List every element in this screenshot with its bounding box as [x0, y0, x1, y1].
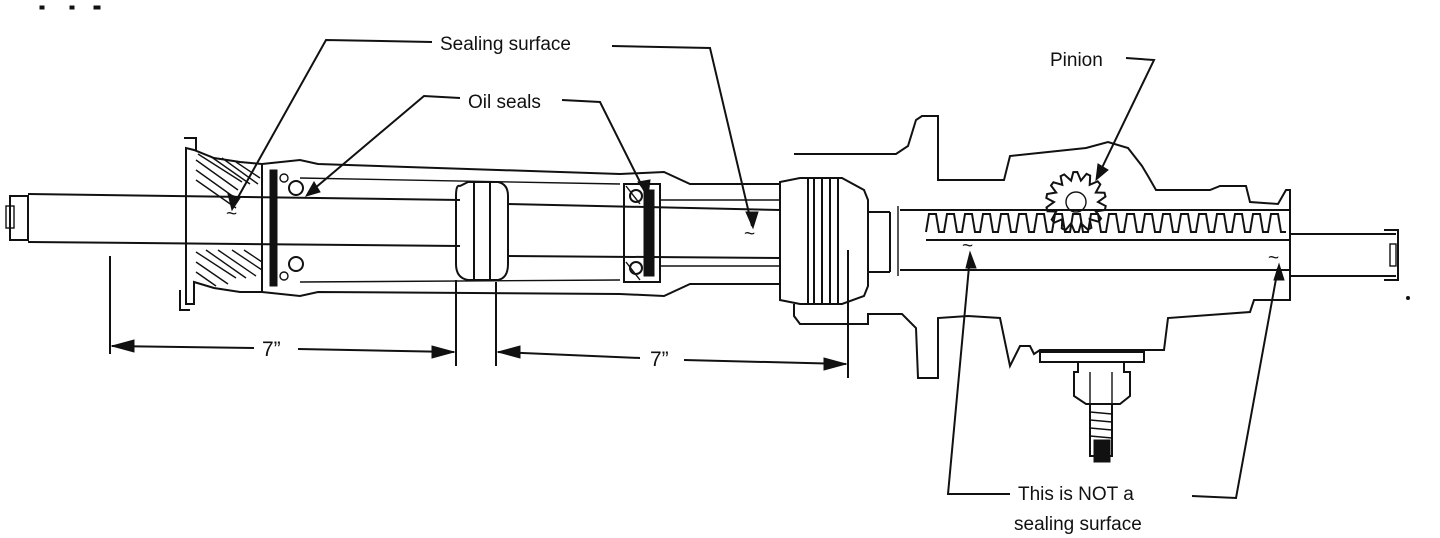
sealing-mark-left: ~	[226, 204, 237, 225]
inner-oil-seal	[623, 183, 661, 283]
dimension-right-label: 7”	[650, 348, 669, 371]
pinion-label: Pinion	[1050, 50, 1103, 71]
dimension-left-label: 7”	[262, 338, 281, 361]
callout-oil-seals: Oil seals	[304, 92, 651, 198]
gear-housing	[793, 115, 1291, 379]
stray-dot	[1406, 296, 1410, 300]
oil-seals-label: Oil seals	[468, 92, 541, 113]
right-shaft	[1290, 229, 1399, 281]
pinion-gear	[1045, 170, 1107, 234]
threaded-collar	[779, 177, 891, 305]
extension-lines	[109, 250, 849, 378]
left-end-flange	[179, 137, 263, 311]
non-sealing-mark-right: ~	[1268, 248, 1279, 269]
left-shaft	[5, 193, 461, 247]
sealing-mark-right: ~	[744, 224, 755, 245]
not-sealing-label-line1: This is NOT a	[1018, 484, 1134, 505]
rack-teeth	[925, 213, 1290, 241]
adjuster-stud	[1039, 351, 1145, 463]
callout-pinion: Pinion	[1050, 50, 1156, 182]
housing-tube	[261, 158, 780, 298]
dimension-right: 7”	[496, 345, 848, 371]
dimension-left: 7”	[110, 338, 456, 361]
callout-sealing-surface: Sealing surface ~ ~	[226, 34, 759, 245]
corner-marks	[39, 5, 101, 10]
not-sealing-label-line2: sealing surface	[1014, 514, 1142, 535]
sealing-surface-label: Sealing surface	[440, 34, 571, 55]
callout-not-sealing: This is NOT a sealing surface ~ ~	[946, 236, 1285, 535]
non-sealing-mark-left: ~	[962, 236, 973, 257]
piston	[455, 181, 509, 281]
left-oil-seal	[269, 169, 304, 287]
